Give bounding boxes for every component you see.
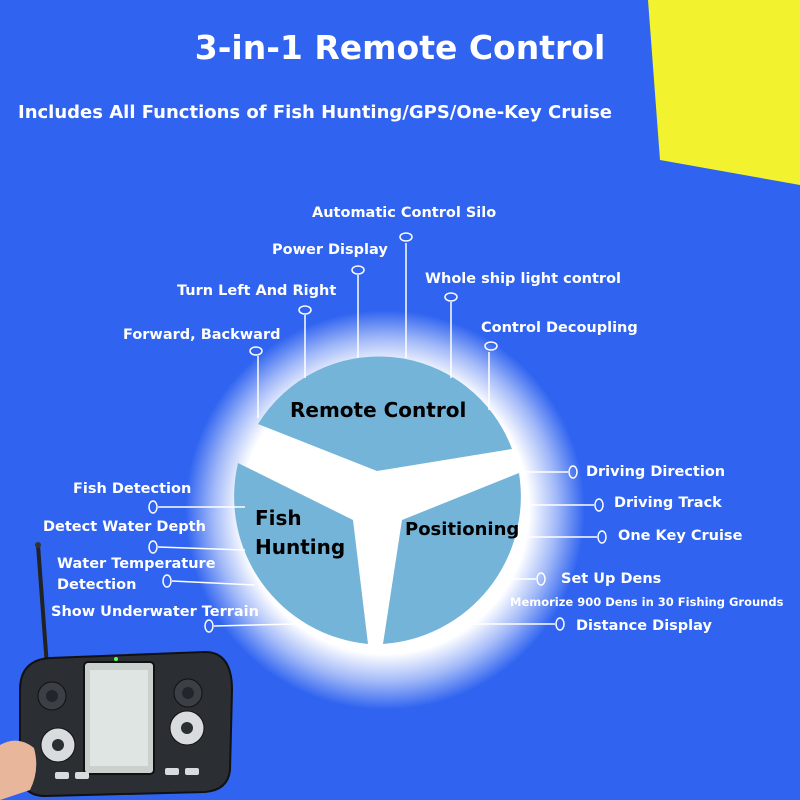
remote-controller-image — [0, 542, 234, 800]
feature-fish-detection: Fish Detection — [73, 481, 192, 497]
feature-whole-ship-light-control: Whole ship light control — [425, 271, 621, 287]
feature-water-temperature: Water Temperature — [57, 556, 216, 572]
segment-positioning — [383, 473, 521, 644]
feature-memorize-dens: Memorize 900 Dens in 30 Fishing Grounds — [510, 595, 784, 609]
segment-label-fish-line2: Hunting — [255, 535, 346, 559]
feature-show-underwater-terrain: Show Underwater Terrain — [51, 604, 259, 620]
page-subtitle: Includes All Functions of Fish Hunting/G… — [18, 102, 613, 123]
feature-turn-left-right: Turn Left And Right — [177, 283, 337, 299]
feature-distance-display: Distance Display — [576, 618, 712, 634]
feature-driving-track: Driving Track — [614, 495, 722, 511]
feature-detection: Detection — [57, 577, 137, 593]
feature-detect-water-depth: Detect Water Depth — [43, 519, 206, 535]
feature-forward-backward: Forward, Backward — [123, 327, 281, 343]
feature-power-display: Power Display — [272, 242, 388, 258]
feature-one-key-cruise: One Key Cruise — [618, 528, 743, 544]
feature-set-up-dens: Set Up Dens — [561, 571, 662, 587]
segment-label-positioning: Positioning — [405, 519, 520, 540]
segment-label-remote-control: Remote Control — [290, 398, 467, 422]
feature-automatic-control-silo: Automatic Control Silo — [312, 205, 497, 221]
segment-label-fish-line1: Fish — [255, 506, 302, 530]
feature-driving-direction: Driving Direction — [586, 464, 726, 480]
page-title: 3-in-1 Remote Control — [194, 28, 606, 67]
segment-fish-hunting — [234, 463, 368, 644]
yellow-corner-accent — [648, 0, 800, 185]
feature-control-decoupling: Control Decoupling — [481, 320, 638, 336]
segment-remote-control — [258, 356, 512, 471]
